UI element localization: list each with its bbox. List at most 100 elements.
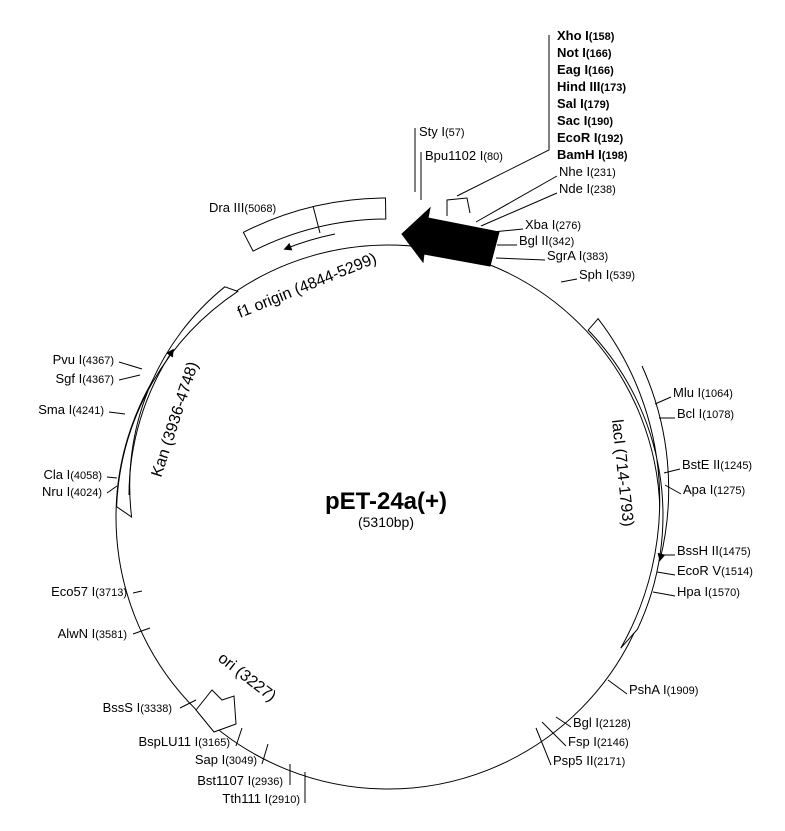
mcs-site-position: (198)	[602, 150, 628, 162]
site-label-bsss: BssS I(3338)	[103, 700, 172, 715]
site-tick-hpa	[652, 591, 676, 597]
mcs-site-name: EcoR I	[557, 130, 597, 145]
site-position: (383)	[582, 251, 608, 263]
site-name: EcoR V	[677, 563, 721, 578]
site-label-sma: Sma I(4241)	[38, 402, 104, 417]
site-label-dra3: Dra III(5068)	[209, 200, 276, 215]
site-tick-alwn	[132, 627, 151, 635]
mcs-site-label: Sal I(179)	[557, 96, 610, 111]
site-name: Tth111 I	[222, 791, 268, 806]
site-tick-bsss	[179, 699, 197, 709]
site-tick-cla	[106, 476, 118, 479]
site-position: (4367)	[82, 355, 114, 367]
site-position: (1245)	[720, 460, 752, 472]
site-name: Cla I	[43, 467, 70, 482]
site-name: Dra III	[209, 200, 244, 215]
site-position: (1064)	[701, 388, 733, 400]
site-name: AlwN I	[58, 626, 96, 641]
site-name: Sap I	[195, 752, 225, 767]
site-tick-sap	[261, 743, 269, 765]
site-tick-sgf	[118, 374, 141, 381]
site-position: (1475)	[719, 546, 751, 558]
site-tick-fsp	[541, 721, 567, 747]
site-tick-psha	[607, 679, 628, 695]
ori-pointer	[195, 689, 237, 733]
site-name: Sgf I	[55, 371, 82, 386]
site-position: (1078)	[702, 409, 734, 421]
site-label-cla: Cla I(4058)	[43, 467, 102, 482]
site-position: (539)	[609, 270, 635, 282]
mcs-site-name: Eag I	[557, 62, 588, 77]
site-position: (2910)	[268, 794, 300, 806]
site-name: Bpu1102 I	[425, 148, 483, 163]
site-label-bst1107: Bst1107 I(2936)	[197, 773, 283, 788]
mcs-site-position: (173)	[600, 82, 626, 94]
site-tick-nhe	[475, 175, 558, 223]
site-position: (3165)	[198, 737, 230, 749]
site-tick-mlu	[654, 396, 672, 405]
site-label-hpa: Hpa I(1570)	[677, 584, 740, 599]
site-label-bgl2: Bgl II(342)	[519, 233, 574, 248]
site-label-apa: Apa I(1275)	[683, 482, 745, 497]
site-name: Bcl I	[677, 406, 702, 421]
site-label-mlu: Mlu I(1064)	[673, 385, 733, 400]
site-position: (2936)	[251, 776, 283, 788]
mcs-site-position: (192)	[597, 133, 623, 145]
site-label-sty: Sty I(57)	[419, 124, 465, 139]
site-name: Eco57 I	[51, 584, 95, 599]
site-position: (57)	[445, 127, 465, 139]
site-tick-eco57	[132, 590, 143, 594]
site-labels: Sty I(57)Bpu1102 I(80)Nhe I(231)Nde I(23…	[38, 124, 753, 806]
site-position: (4058)	[70, 470, 102, 482]
mcs-site-label: Hind III(173)	[557, 79, 626, 94]
site-tick-bsplu11	[235, 727, 243, 747]
site-tick-sgra	[495, 257, 546, 261]
site-position: (2146)	[597, 737, 629, 749]
site-position: (1570)	[708, 587, 740, 599]
site-position: (3049)	[225, 755, 257, 767]
site-ticks	[106, 128, 682, 803]
site-tick-bgl1	[555, 716, 572, 728]
site-name: Sma I	[38, 402, 72, 417]
site-position: (3713)	[95, 587, 127, 599]
plasmid-name: pET-24a(+)	[325, 488, 447, 515]
site-label-fsp: Fsp I(2146)	[568, 734, 629, 749]
site-name: Apa I	[683, 482, 713, 497]
mcs-site-label: Eag I(166)	[557, 62, 614, 77]
site-name: BspLU11 I	[138, 734, 198, 749]
site-name: Nde I	[559, 181, 590, 196]
mcs-site-name: Sal I	[557, 96, 584, 111]
site-name: Sty I	[419, 124, 445, 139]
mcs-site-name: BamH I	[557, 147, 602, 162]
site-name: BstE II	[682, 457, 720, 472]
site-label-eco57: Eco57 I(3713)	[51, 584, 127, 599]
mcs-site-position: (158)	[589, 31, 615, 43]
site-name: Sph I	[579, 267, 609, 282]
laci-label: lacI (714-1793)	[608, 419, 636, 528]
site-name: BssS I	[103, 700, 141, 715]
site-tick-pvu	[118, 361, 143, 370]
site-label-xba: Xba I(276)	[525, 217, 581, 232]
site-tick-xba	[491, 228, 524, 233]
site-tick-bste2	[663, 468, 681, 474]
site-position: (1514)	[721, 566, 753, 578]
site-position: (5068)	[244, 203, 276, 215]
f1-origin-box	[242, 197, 387, 252]
mcs-site-name: Hind III	[557, 79, 600, 94]
mcs-site-name: Xho I	[557, 28, 589, 43]
site-position: (2128)	[599, 718, 631, 730]
mcs-site-position: (166)	[586, 48, 612, 60]
site-name: PshA I	[629, 682, 667, 697]
plasmid-size: (5310bp)	[358, 514, 414, 530]
mcs-site-position: (166)	[588, 65, 614, 77]
site-tick-ecorv	[656, 571, 676, 576]
site-position: (4367)	[82, 374, 114, 386]
site-label-alwn: AlwN I(3581)	[58, 626, 127, 641]
laci-box	[587, 317, 664, 649]
site-label-bcl: Bcl I(1078)	[677, 406, 734, 421]
site-position: (80)	[483, 151, 503, 163]
site-tick-psp52	[535, 727, 552, 766]
site-label-nru: Nru I(4024)	[42, 484, 102, 499]
site-label-tth111: Tth111 I(2910)	[222, 791, 300, 806]
